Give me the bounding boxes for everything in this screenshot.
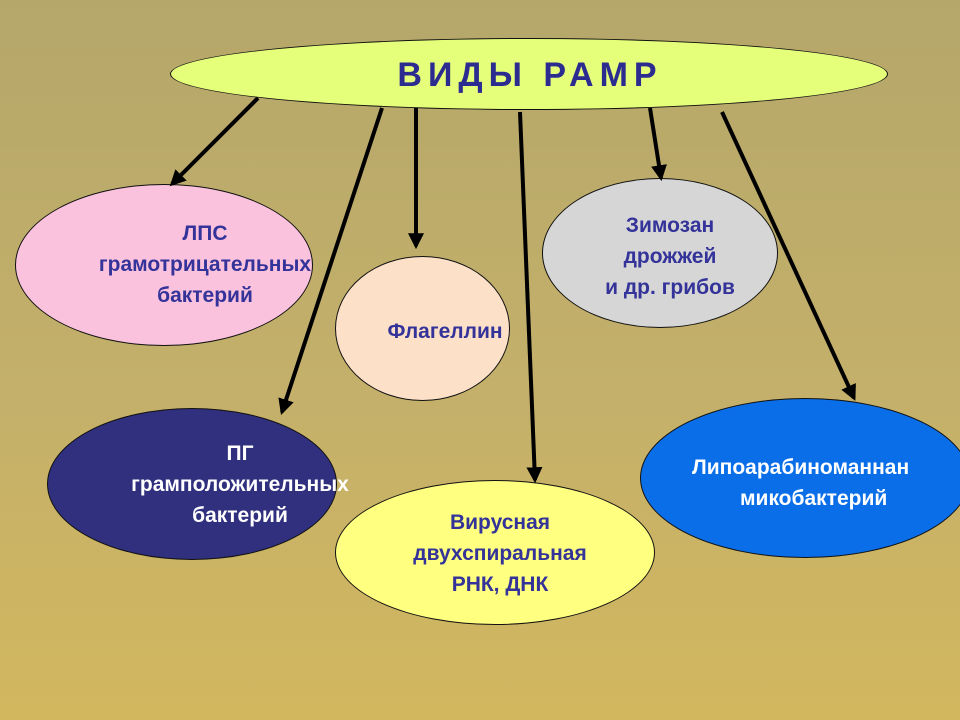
pg-node — [47, 408, 337, 560]
arrow-to-viral — [518, 111, 543, 484]
title-ellipse — [170, 38, 888, 110]
zymosan-line-2: дрожжей — [623, 245, 717, 268]
arrow-to-lps — [169, 96, 260, 187]
pg-line-1: ПГ — [226, 442, 254, 465]
lps-node — [15, 184, 313, 346]
lps-label: ЛПС грамотрицательных бактерий — [60, 218, 350, 311]
zymosan-line-3: и др. грибов — [605, 276, 735, 299]
lipo-node — [640, 398, 960, 558]
lps-line-1: ЛПС — [182, 222, 228, 245]
viral-line-1: Вирусная — [449, 511, 551, 534]
lipo-line-2: микобактерий — [740, 487, 888, 510]
lipo-label: Липоарабиноманнан микобактерий — [692, 452, 960, 514]
arrow-to-zymosan — [648, 107, 667, 182]
zymosan-node — [542, 178, 778, 328]
flagellin-label: Флагеллин — [360, 316, 530, 347]
pg-line-2: грамположительных — [131, 473, 349, 496]
arrow-to-pg — [278, 107, 384, 416]
flagellin-line-1: Флагеллин — [387, 320, 503, 343]
viral-line-3: РНК, ДНК — [451, 573, 549, 596]
lps-line-2: грамотрицательных — [98, 253, 312, 276]
zymosan-line-1: Зимозан — [625, 214, 715, 237]
flagellin-node — [335, 256, 510, 401]
arrow-to-lipo — [720, 111, 856, 401]
lipo-line-1: Липоарабиноманнан — [692, 456, 910, 479]
viral-label: Вирусная двухспиральная РНК, ДНК — [375, 507, 625, 600]
pg-label: ПГ грамположительных бактерий — [90, 438, 390, 531]
diagram-title: ВИДЫ РАМР — [397, 56, 663, 94]
viral-node — [335, 480, 655, 625]
zymosan-label: Зимозан дрожжей и др. грибов — [560, 210, 780, 303]
lps-line-3: бактерий — [157, 284, 253, 307]
pg-line-3: бактерий — [192, 504, 288, 527]
viral-line-2: двухспиральная — [413, 542, 587, 565]
